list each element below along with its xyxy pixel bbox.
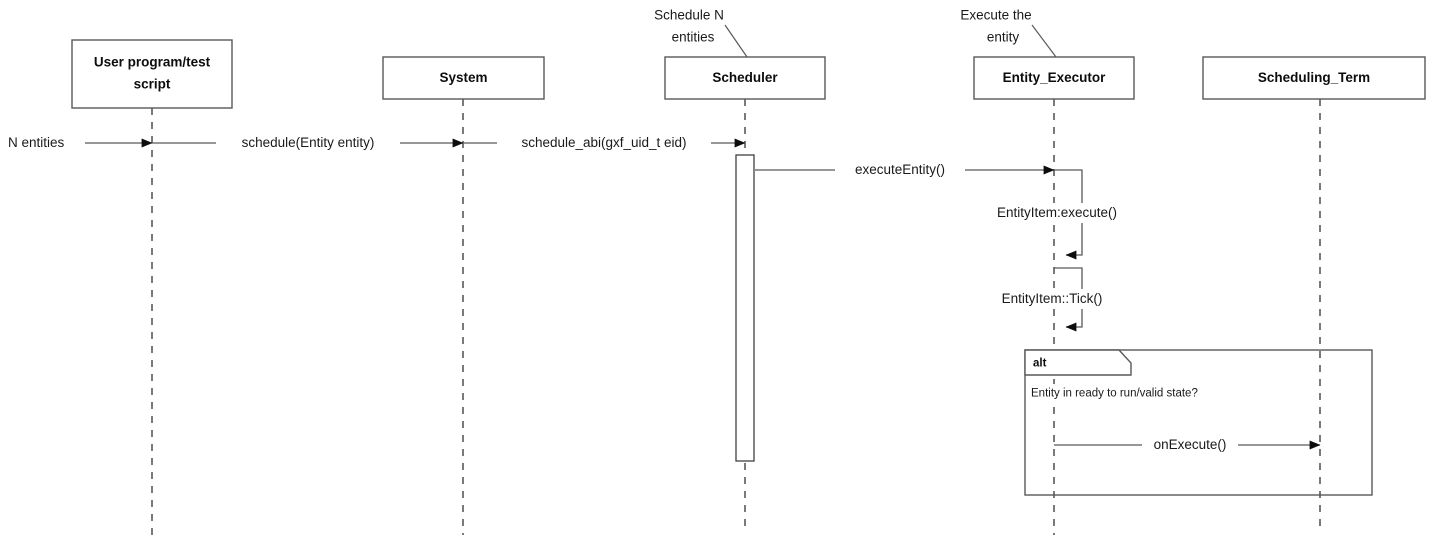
participant-label-entity-executor: Entity_Executor [1003,70,1107,85]
message-label-execute-entity: executeEntity() [855,162,945,177]
note-schedule-n-entities-line-2: entities [672,30,715,45]
participant-label-user-program-line-1: User program/test [94,55,211,70]
participant-box-system[interactable] [382,56,545,100]
message-entityitem-tick[interactable]: EntityItem::Tick() [984,267,1121,332]
message-label-entityitem-execute: EntityItem:execute() [997,205,1117,220]
participant-box-user-program[interactable] [71,39,233,109]
alt-fragment-box[interactable] [1024,349,1373,496]
note-leader-line-scheduler [724,24,748,58]
message-schedule-abi[interactable]: schedule_abi(gxf_uid_t eid) [463,133,746,153]
message-schedule[interactable]: schedule(Entity entity) [152,133,464,153]
message-entityitem-execute[interactable]: EntityItem:execute() [980,169,1135,260]
participant-label-user-program-line-2: script [134,77,171,92]
message-label-bg-entityitem-tick [984,289,1121,309]
alt-fragment-guard-label: Entity in ready to run/valid state? [1031,388,1198,400]
message-label-bg-on-execute [1142,435,1238,455]
activation-bar-scheduler [735,154,755,462]
note-execute-the-entity-line-2: entity [987,30,1020,45]
note-execute-the-entity-line-1: Execute the [960,8,1031,23]
alt-fragment-guard-bg [1028,384,1233,402]
message-label-n-entities: N entities [8,135,65,150]
participant-entity-executor[interactable]: Entity_Executor [973,56,1135,100]
message-label-on-execute: onExecute() [1154,437,1227,452]
participant-scheduling-term[interactable]: Scheduling_Term [1202,56,1426,100]
note-schedule-n-entities: Schedule N entities [654,8,748,58]
message-label-bg-execute-entity [835,160,965,180]
participant-label-scheduling-term: Scheduling_Term [1258,70,1370,85]
message-label-bg-schedule-abi [497,133,711,153]
message-label-bg-schedule [216,133,400,153]
alt-fragment[interactable]: alt Entity in ready to run/valid state? [1024,349,1373,496]
message-label-bg-entityitem-execute [980,203,1135,223]
participant-box-scheduling-term[interactable] [1202,56,1426,100]
message-n-entities[interactable]: N entities [8,135,153,150]
note-leader-line-entity-executor [1031,24,1057,58]
participant-system[interactable]: System [382,56,545,100]
note-execute-the-entity: Execute the entity [960,8,1057,58]
participant-label-system: System [439,70,487,85]
participant-user-program[interactable]: User program/test script [71,39,233,109]
participant-label-scheduler: Scheduler [712,70,778,85]
note-schedule-n-entities-line-1: Schedule N [654,8,724,23]
message-label-schedule: schedule(Entity entity) [242,135,375,150]
participant-box-entity-executor[interactable] [973,56,1135,100]
message-execute-entity[interactable]: executeEntity() [755,160,1055,180]
participant-box-scheduler[interactable] [664,56,826,100]
participant-scheduler[interactable]: Scheduler [664,56,826,100]
message-label-entityitem-tick: EntityItem::Tick() [1002,291,1103,306]
message-label-schedule-abi: schedule_abi(gxf_uid_t eid) [521,135,686,150]
alt-fragment-kind-label: alt [1033,358,1047,370]
alt-fragment-tab [1024,349,1132,376]
message-on-execute[interactable]: onExecute() [1054,435,1321,455]
